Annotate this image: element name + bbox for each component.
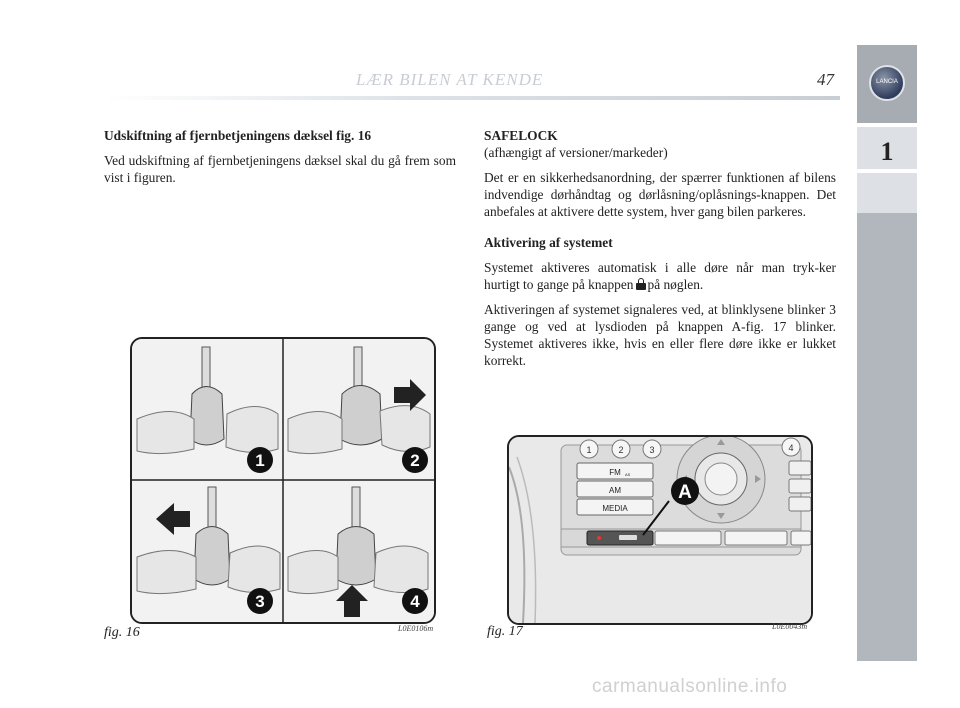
dashboard-illustration: 1 2 3 4 FM AS AM MEDIA <box>509 437 811 623</box>
rotary-knob <box>676 437 766 524</box>
chapter-number: 1 <box>880 137 894 166</box>
chapter-side-tab: LANCIA 1 <box>857 45 917 661</box>
step-badge-1: 1 <box>247 447 273 473</box>
figure-16: 1 2 3 4 <box>130 337 436 624</box>
step-4-illustration <box>287 486 429 617</box>
media-label: MEDIA <box>602 504 628 513</box>
media-button: MEDIA <box>576 498 654 516</box>
activation-text-b: på nøglen. <box>647 277 704 292</box>
tab-separator <box>857 123 917 127</box>
page-number: 47 <box>817 70 834 89</box>
fm-label: FM <box>609 468 621 477</box>
safelock-subtitle: (afhængigt af versioner/markeder) <box>484 145 668 160</box>
fm-button: FM AS <box>576 462 654 480</box>
preset-label: 1 <box>586 445 591 455</box>
activation-heading: Aktivering af systemet <box>484 235 613 250</box>
step-number: 1 <box>255 451 264 470</box>
section-heading: Udskiftning af fjernbetjeningens dæksel … <box>104 128 372 143</box>
preset-button-4: 4 <box>781 437 801 457</box>
callout-a: A <box>671 477 699 505</box>
activation-paragraph-1: Systemet aktiveres automatisk i alle dør… <box>484 259 836 293</box>
step-badge-2: 2 <box>402 447 428 473</box>
preset-label: 2 <box>618 445 623 455</box>
step-number: 4 <box>410 592 420 611</box>
am-button: AM <box>576 480 654 498</box>
left-column: Udskiftning af fjernbetjeningens dæksel … <box>104 127 456 194</box>
step-number: 2 <box>410 451 419 470</box>
figure-16-code: L0E0106m <box>398 624 434 633</box>
figure-17-code: L0E0043m <box>772 622 808 631</box>
step-2-illustration <box>287 346 431 455</box>
section-paragraph: Ved udskiftning af fjernbetjeningens dæk… <box>104 153 456 185</box>
safelock-title: SAFELOCK <box>484 128 558 143</box>
am-label: AM <box>609 486 621 495</box>
preset-button-2: 2 <box>611 439 631 459</box>
activation-text-a: Systemet aktiveres automatisk i alle dør… <box>484 260 836 292</box>
key-cover-illustration: 1 2 3 4 <box>132 339 434 622</box>
preset-label: 3 <box>649 445 654 455</box>
lock-icon <box>635 278 646 290</box>
running-header: LÆR BILEN AT KENDE <box>356 70 544 89</box>
figure-17-label: fig. 17 <box>487 624 523 639</box>
tab-separator <box>857 169 917 173</box>
fm-suffix: AS <box>625 472 631 477</box>
step-3-illustration <box>136 486 281 595</box>
step-badge-3: 3 <box>247 588 273 614</box>
callout-label: A <box>678 482 692 503</box>
step-badge-4: 4 <box>402 588 428 614</box>
header-rule <box>104 96 840 100</box>
watermark: carmanualsonline.info <box>592 676 788 697</box>
lancia-logo-icon: LANCIA <box>869 65 905 101</box>
figure-16-label: fig. 16 <box>104 625 140 640</box>
logo-box: LANCIA <box>857 45 917 123</box>
figure-17: 1 2 3 4 FM AS AM MEDIA <box>507 435 813 625</box>
logo-text: LANCIA <box>876 79 898 85</box>
safelock-button-a <box>586 530 654 546</box>
preset-button-1: 1 <box>579 439 599 459</box>
step-1-illustration <box>136 346 279 455</box>
activation-paragraph-2: Aktiveringen af systemet signaleres ved,… <box>484 302 836 368</box>
preset-label: 4 <box>788 443 793 453</box>
right-column: SAFELOCK (afhængigt af versioner/markede… <box>484 127 836 377</box>
safelock-intro: Det er en sikkerhedsanordning, der spærr… <box>484 170 836 219</box>
step-number: 3 <box>255 592 264 611</box>
preset-button-3: 3 <box>642 439 662 459</box>
